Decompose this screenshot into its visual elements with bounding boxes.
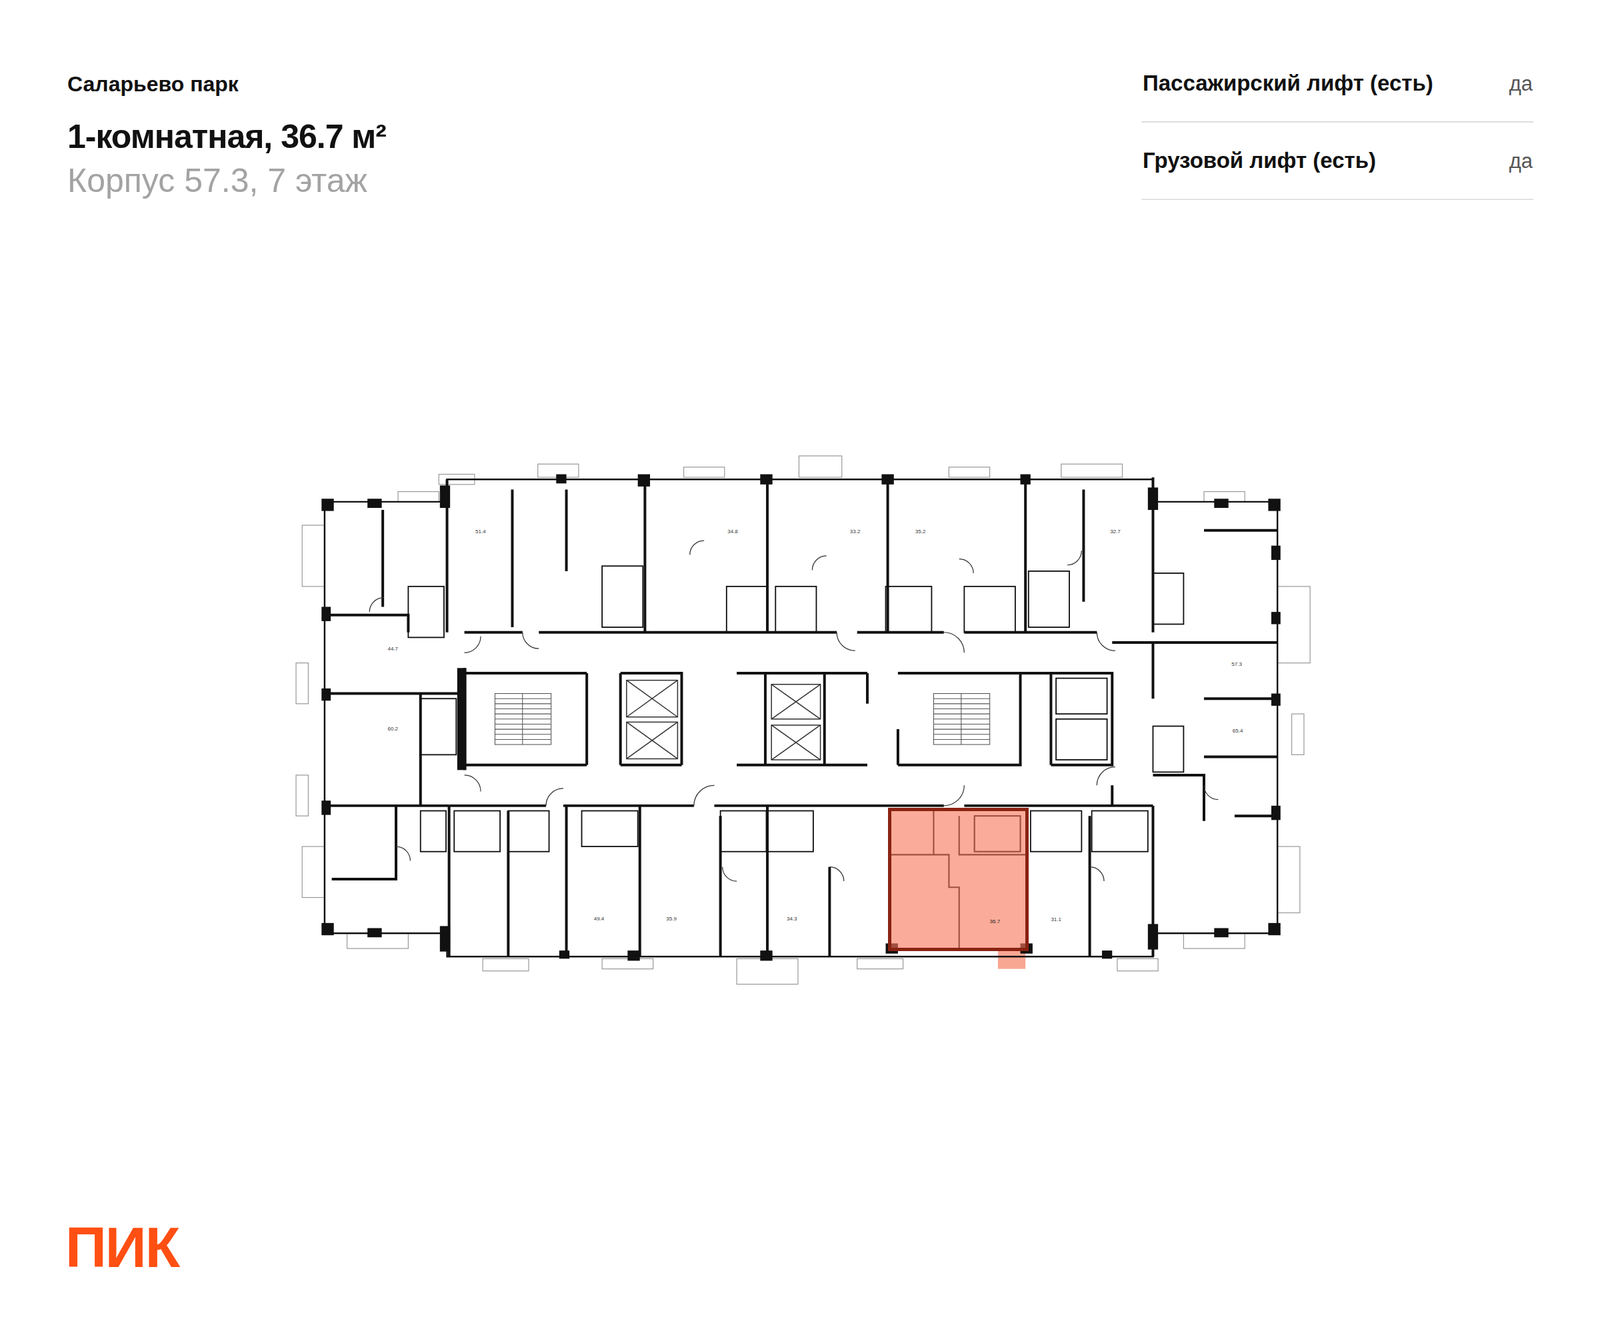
area-number: 33.2 [850, 528, 861, 535]
area-number: 35.2 [915, 528, 926, 535]
area-number: 34.8 [727, 528, 738, 535]
area-number: 49.4 [594, 915, 605, 922]
wall-pillars [321, 474, 1280, 962]
page-title: 1-комнатная, 36.7 м² [67, 117, 386, 156]
highlighted-apartment: 36.7 [888, 808, 1029, 951]
outer-walls [324, 479, 1278, 957]
project-name: Саларьево парк [67, 72, 239, 97]
area-number: 34.3 [786, 915, 798, 922]
area-number: 51.4 [475, 528, 486, 535]
door-swings [369, 540, 1218, 882]
divider-lines [1142, 122, 1534, 200]
feature-value: да [1509, 72, 1533, 96]
balconies [296, 456, 1310, 985]
area-number: 35.9 [666, 915, 677, 922]
building-floor: Корпус 57.3, 7 этаж [67, 161, 368, 200]
area-number: 57.3 [1231, 661, 1242, 668]
area-number: 31.1 [1050, 916, 1062, 923]
area-number: 36.7 [990, 918, 1001, 925]
elevators [626, 680, 821, 760]
area-number: 32.7 [1110, 528, 1121, 535]
feature-name: Пассажирский лифт (есть) [1142, 70, 1434, 96]
area-number: 60.2 [387, 725, 398, 732]
interior-walls [324, 477, 1278, 957]
stairs [494, 694, 990, 746]
brand-logo: ПИК [65, 1218, 179, 1276]
area-number: 44.7 [387, 646, 398, 652]
feature-value: да [1509, 149, 1533, 174]
bathrooms [408, 566, 1184, 852]
area-number: 65.4 [1232, 727, 1244, 734]
feature-name: Грузовой лифт (есть) [1142, 148, 1376, 174]
